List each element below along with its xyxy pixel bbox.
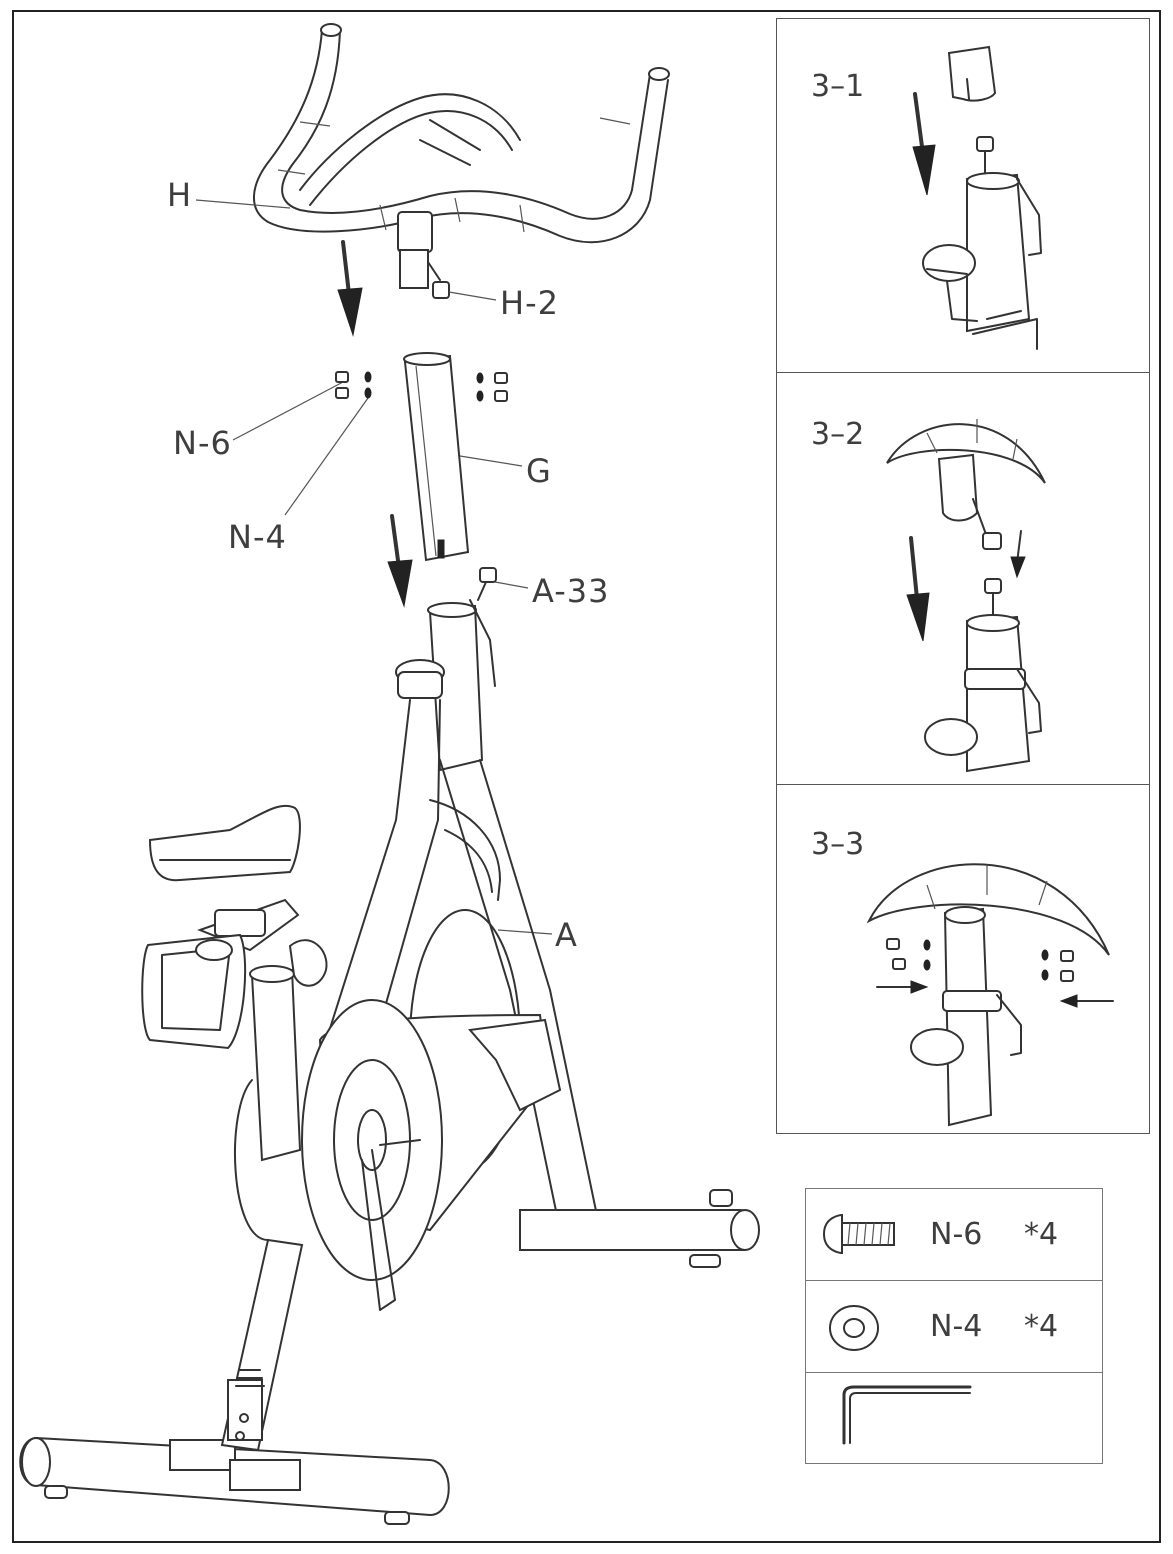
step-label: 3–3 xyxy=(811,827,865,862)
step-3-1-drawing xyxy=(912,45,1042,350)
parts-row: N-6 *4 xyxy=(806,1189,1102,1281)
label-a: A xyxy=(555,916,578,954)
label-h: H xyxy=(167,176,193,214)
label-n-6: N-6 xyxy=(173,424,232,462)
step-3-2-drawing xyxy=(886,419,1046,773)
label-h-2: H-2 xyxy=(500,284,559,322)
down-arrow-icon xyxy=(387,514,413,608)
step-panel-3-2: 3–2 xyxy=(776,372,1150,786)
step-panel-3-3: 3–3 xyxy=(776,784,1150,1134)
parts-row: N-4 *4 xyxy=(806,1281,1102,1373)
parts-list: N-6 *4 N-4 *4 xyxy=(805,1188,1103,1464)
parts-row xyxy=(806,1373,1102,1465)
down-arrow-icon xyxy=(337,240,363,337)
handlebar-drawing xyxy=(253,23,670,299)
washer-icon xyxy=(829,1305,879,1351)
part-code: N-6 xyxy=(930,1217,983,1252)
step-label: 3–2 xyxy=(811,417,865,452)
part-quantity: *4 xyxy=(1024,1309,1059,1344)
label-n-4: N-4 xyxy=(228,518,287,556)
bolts-left-drawing xyxy=(335,371,372,399)
frame-drawing xyxy=(19,599,760,1525)
step-3-3-drawing xyxy=(866,863,1114,1127)
label-g: G xyxy=(526,452,552,490)
tube-g-drawing xyxy=(403,352,470,562)
step-label: 3–1 xyxy=(811,69,865,104)
bolt-icon xyxy=(822,1213,895,1255)
part-quantity: *4 xyxy=(1024,1217,1059,1252)
page-frame xyxy=(12,10,1161,1543)
bike-illustration xyxy=(19,23,760,1525)
allen-key-icon xyxy=(842,1385,972,1445)
label-a-33: A-33 xyxy=(532,572,610,610)
step-panel-3-1: 3–1 xyxy=(776,18,1150,374)
bolts-right-drawing xyxy=(476,372,508,402)
part-code: N-4 xyxy=(930,1309,983,1344)
